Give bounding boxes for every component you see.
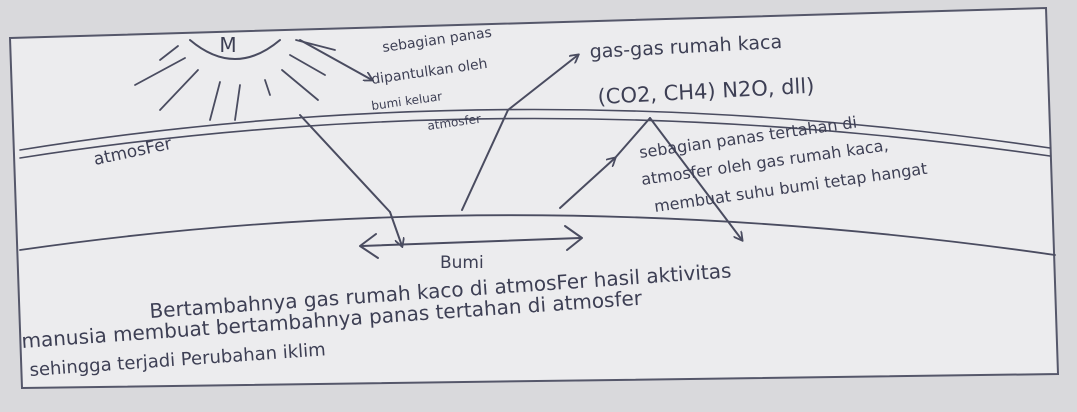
outgoing-ray-trapped [559,158,615,209]
earth-span-arrow [359,225,583,259]
incoming-ray-lower [389,211,402,246]
outgoing-ray-escape-arrow [507,55,578,111]
trapped-ray-down-arrow [649,117,742,240]
earth-label: Bumi [440,253,484,273]
sun: M [134,33,336,121]
sun-label: M [219,33,236,57]
drawing-frame [8,6,1060,390]
earth-surface [19,214,1056,256]
reflected-ray-arrow [299,39,372,80]
outgoing-ray-left [461,109,509,211]
atmosphere-layer [19,108,1051,159]
incoming-ray-upper [299,114,391,213]
trapped-ray-up [614,117,651,159]
